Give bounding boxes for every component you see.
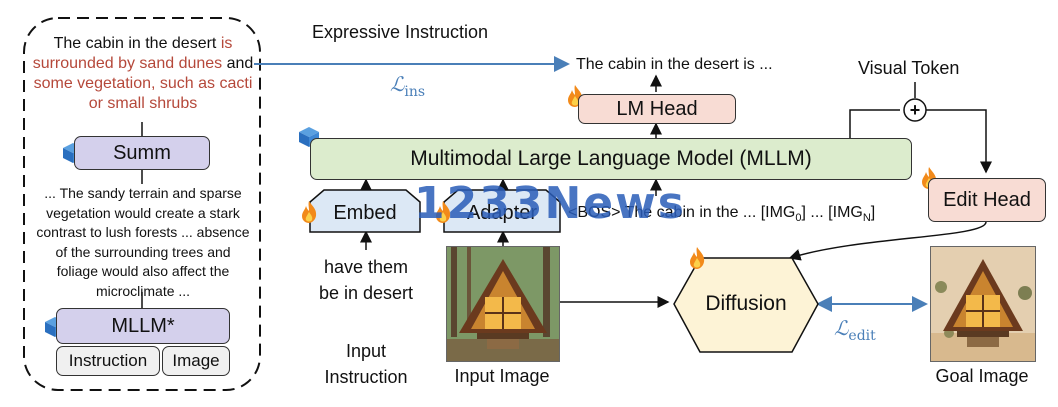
input-instruction-line1: Input bbox=[345, 341, 387, 361]
description-plain-2: and bbox=[222, 55, 254, 72]
img0-sub: 0 bbox=[795, 212, 802, 225]
adapter-label: Adapter bbox=[466, 202, 538, 224]
mllm-box: Multimodal Large Language Model (MLLM) bbox=[310, 138, 912, 180]
instruction-text-line1: have them bbox=[323, 257, 409, 277]
mllm-star-box: MLLM* bbox=[56, 308, 230, 344]
plus-symbol: + bbox=[909, 100, 921, 120]
mllm-star-label: MLLM* bbox=[111, 314, 175, 337]
loss-edit-sub: edit bbox=[848, 328, 876, 344]
summ-label: Summ bbox=[113, 141, 171, 164]
input-instruction-label: Input Instruction bbox=[306, 338, 426, 390]
cabin-description: The cabin in the desert is surrounded by… bbox=[30, 34, 256, 114]
instruction-label: Instruction bbox=[68, 351, 148, 370]
diffusion-hexagon bbox=[673, 257, 819, 353]
loss-ins-symbol: ℒ bbox=[390, 72, 405, 96]
embed-label: Embed bbox=[333, 202, 397, 224]
token-end-part: ] bbox=[870, 204, 876, 221]
loss-edit: ℒedit bbox=[834, 316, 876, 344]
embed-shape bbox=[309, 189, 421, 233]
description-plain: The cabin in the desert bbox=[53, 35, 221, 52]
edit-head-box: Edit Head bbox=[928, 178, 1046, 222]
instruction-text: have them be in desert bbox=[306, 254, 426, 306]
loss-ins: ℒins bbox=[390, 72, 425, 100]
expressive-instruction-label: Expressive Instruction bbox=[312, 22, 489, 42]
image-box: Image bbox=[162, 346, 230, 376]
watermark: 1233News bbox=[414, 178, 686, 229]
flame-icon bbox=[436, 201, 451, 223]
imgn-sub: N bbox=[862, 212, 871, 225]
cabin-forest-picture bbox=[447, 247, 559, 361]
edit-head-label: Edit Head bbox=[943, 188, 1031, 211]
visual-token-label: Visual Token bbox=[858, 58, 960, 78]
flame-icon bbox=[690, 247, 705, 269]
diffusion-label: Diffusion bbox=[705, 292, 787, 315]
token-sequence: <BOS> The cabin in the ... [IMG0] ... [I… bbox=[568, 204, 875, 224]
loss-edit-symbol: ℒ bbox=[834, 316, 849, 340]
lm-head-label: LM Head bbox=[616, 97, 698, 120]
left-panel-border bbox=[23, 17, 261, 391]
mllm-label: Multimodal Large Language Model (MLLM) bbox=[410, 147, 812, 170]
input-image bbox=[446, 246, 560, 362]
cabin-desert-picture bbox=[931, 247, 1035, 361]
description-highlight-2: some vegetation, such as cacti or small … bbox=[33, 75, 253, 112]
token-mid-part: ] ... [IMG bbox=[801, 204, 863, 221]
image-label: Image bbox=[172, 351, 220, 370]
description-highlight-1: is surrounded by sand dunes bbox=[32, 35, 233, 72]
plus-circle bbox=[903, 98, 927, 122]
input-instruction-line2: Instruction bbox=[324, 367, 408, 387]
loss-ins-sub: ins bbox=[404, 84, 426, 100]
goal-image bbox=[930, 246, 1036, 362]
goal-image-label: Goal Image bbox=[935, 366, 1029, 386]
instruction-box: Instruction bbox=[56, 346, 160, 376]
input-image-label: Input Image bbox=[454, 366, 550, 386]
flame-icon bbox=[302, 201, 317, 223]
summ-box: Summ bbox=[74, 136, 210, 170]
instruction-text-line2: be in desert bbox=[318, 283, 414, 303]
reasoning-text: ... The sandy terrain and sparse vegetat… bbox=[36, 185, 250, 299]
adapter-shape bbox=[443, 189, 561, 233]
output-text: The cabin in the desert is ... bbox=[576, 56, 773, 73]
token-seq-part: <BOS> The cabin in the ... [IMG bbox=[568, 204, 796, 221]
lm-head-box: LM Head bbox=[578, 94, 736, 124]
